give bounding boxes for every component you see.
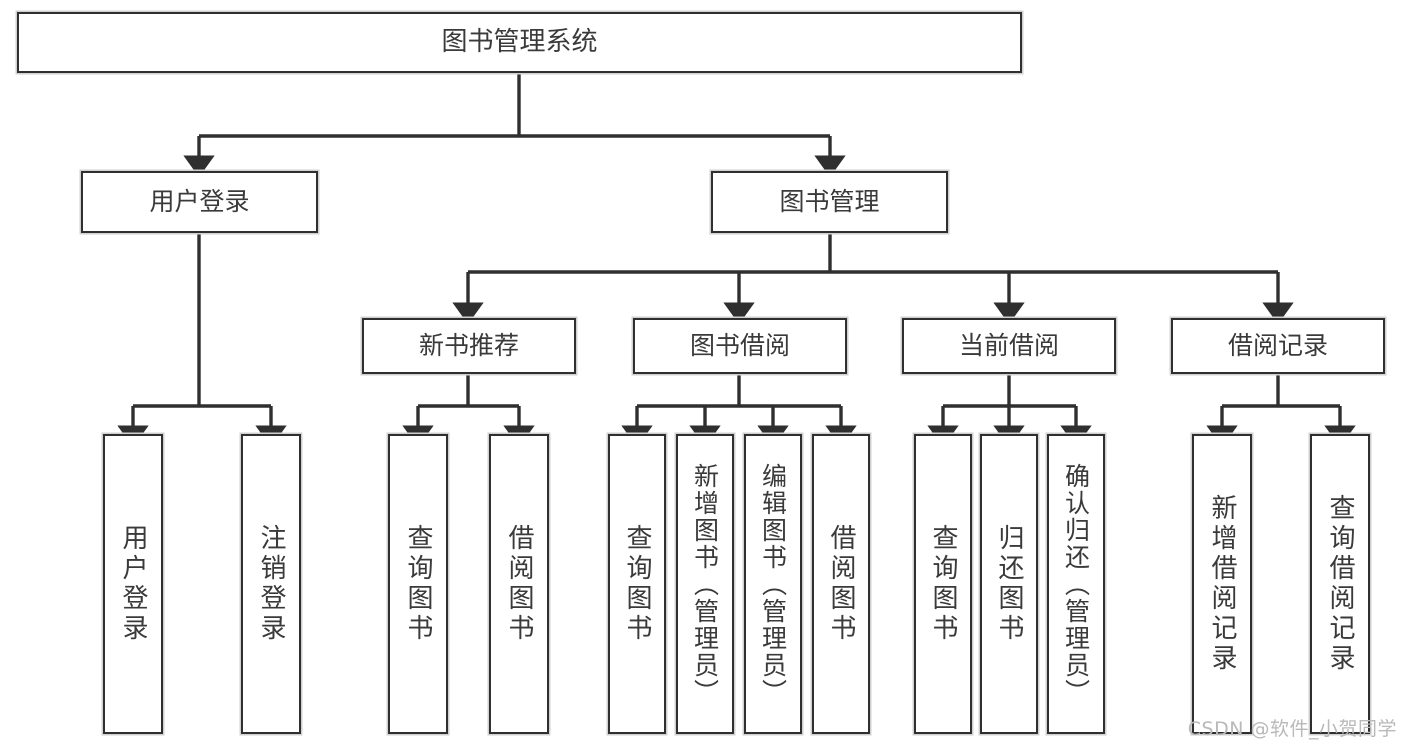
leaf-borrow-book-1[interactable]: 借阅图书 xyxy=(489,434,549,734)
node-book-manage[interactable]: 图书管理 xyxy=(711,171,948,233)
leaf-borrow-book-1-label: 借阅图书 xyxy=(504,524,534,644)
leaf-logout-login-label: 注销登录 xyxy=(256,524,286,644)
leaf-query-book-1[interactable]: 查询图书 xyxy=(388,434,448,734)
node-book-borrow[interactable]: 图书借阅 xyxy=(633,318,847,374)
leaf-query-book-1-label: 查询图书 xyxy=(403,524,433,644)
node-root-label: 图书管理系统 xyxy=(441,27,598,58)
leaf-user-login[interactable]: 用户登录 xyxy=(103,434,163,734)
node-root[interactable]: 图书管理系统 xyxy=(17,12,1022,73)
node-new-book-recommend[interactable]: 新书推荐 xyxy=(362,318,576,374)
leaf-user-login-label: 用户登录 xyxy=(118,524,148,644)
leaf-query-book-3-label: 查询图书 xyxy=(928,524,958,644)
node-book-manage-label: 图书管理 xyxy=(779,187,880,217)
leaf-query-borrow-record[interactable]: 查询借阅记录 xyxy=(1310,434,1370,734)
csdn-watermark: CSDN @软件_小贺同学 xyxy=(1187,718,1397,740)
leaf-add-book-admin-label: 新增图书（管理员） xyxy=(690,462,720,706)
leaf-add-book-admin[interactable]: 新增图书（管理员） xyxy=(676,434,734,734)
leaf-add-borrow-record[interactable]: 新增借阅记录 xyxy=(1192,434,1252,734)
leaf-return-book[interactable]: 归还图书 xyxy=(980,434,1038,734)
node-new-book-recommend-label: 新书推荐 xyxy=(418,331,519,361)
node-user-login-label: 用户登录 xyxy=(149,187,250,217)
leaf-query-book-2[interactable]: 查询图书 xyxy=(608,434,666,734)
leaf-query-borrow-record-label: 查询借阅记录 xyxy=(1325,494,1355,674)
leaf-borrow-book-2[interactable]: 借阅图书 xyxy=(812,434,870,734)
node-current-borrow-label: 当前借阅 xyxy=(958,331,1059,361)
leaf-borrow-book-2-label: 借阅图书 xyxy=(826,524,856,644)
node-current-borrow[interactable]: 当前借阅 xyxy=(902,318,1116,374)
leaf-add-borrow-record-label: 新增借阅记录 xyxy=(1207,494,1237,674)
leaf-query-book-3[interactable]: 查询图书 xyxy=(914,434,972,734)
leaf-logout-login[interactable]: 注销登录 xyxy=(241,434,301,734)
leaf-confirm-return-admin[interactable]: 确认归还（管理员） xyxy=(1047,434,1105,734)
leaf-return-book-label: 归还图书 xyxy=(994,524,1024,644)
leaf-confirm-return-admin-label: 确认归还（管理员） xyxy=(1061,462,1091,706)
leaf-edit-book-admin-label: 编辑图书（管理员） xyxy=(758,462,788,706)
node-user-login[interactable]: 用户登录 xyxy=(81,171,318,233)
leaf-edit-book-admin[interactable]: 编辑图书（管理员） xyxy=(744,434,802,734)
node-borrow-record[interactable]: 借阅记录 xyxy=(1171,318,1385,374)
leaf-query-book-2-label: 查询图书 xyxy=(622,524,652,644)
node-borrow-record-label: 借阅记录 xyxy=(1227,331,1328,361)
node-book-borrow-label: 图书借阅 xyxy=(689,331,790,361)
